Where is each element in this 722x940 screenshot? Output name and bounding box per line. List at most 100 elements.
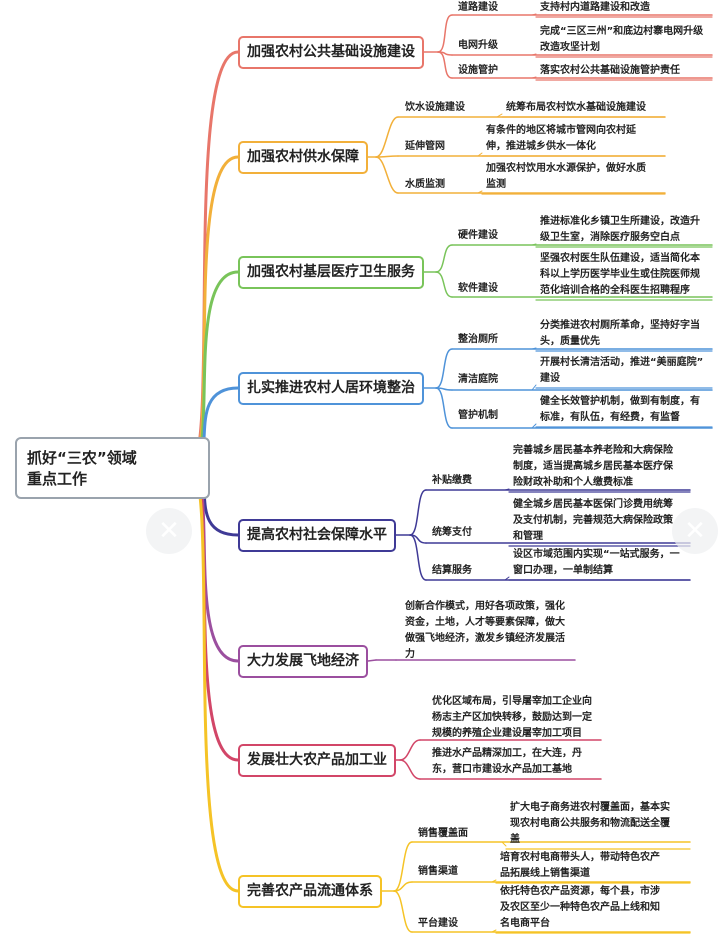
branch-topic-5[interactable]: 提高农村社会保障水平 (238, 519, 396, 552)
leaf-text-line: 开展村长清洁活动，推进“美丽庭院” (540, 357, 704, 368)
leaf-text-line: 规模的养殖企业建设屠宰加工项目 (432, 728, 582, 739)
branch-topic-4[interactable]: 扎实推进农村人居环境整治 (238, 372, 424, 405)
leaf-text[interactable]: 开展村长清洁活动，推进“美丽庭院” 建设 (540, 355, 703, 387)
leaf-text-line: 统筹布局农村饮水基础设施建设 (506, 102, 646, 113)
leaf-text[interactable]: 推进水产品精深加工，在大连，丹东，营口市建设水产品加工基地 (432, 746, 582, 778)
connector-line (393, 841, 413, 892)
leaf-text[interactable]: 推进标准化乡镇卫生所建设，改造升级卫生室，消除医疗服务空白点 (540, 214, 700, 246)
subtopic-label[interactable]: 结算服务 (432, 565, 472, 576)
branch-label: 发展壮大农产品加工业 (247, 752, 387, 768)
connector-line (375, 116, 399, 158)
subtopic-label[interactable]: 销售渠道 (418, 866, 458, 877)
root-title-line-1: 抓好“三农”领域 (27, 449, 137, 467)
subtopic-label[interactable]: 管护机制 (458, 410, 498, 421)
subtopic-label[interactable]: 饮水设施建设 (405, 102, 465, 113)
branch-topic-7[interactable]: 发展壮大农产品加工业 (238, 744, 396, 777)
connector-line (375, 156, 399, 194)
branch-label: 大力发展飞地经济 (247, 653, 359, 669)
leaf-text[interactable]: 完善城乡居民基本养老险和大病保险制度，适当提高城乡居民基本医疗保险财政补助和个人… (513, 443, 673, 491)
leaf-text-line: 支持村内道路建设和改造 (540, 2, 650, 13)
leaf-text[interactable]: 创新合作模式，用好各项政策，强化资金，土地，人才等要素保障，做大做强飞地经济，激… (405, 599, 565, 663)
subtopic-label[interactable]: 硬件建设 (458, 230, 498, 241)
connector-line (504, 576, 510, 581)
connector-line (531, 76, 537, 79)
connector-line (188, 50, 240, 468)
leaf-text[interactable]: 优化区域布局，引导屠宰加工企业向杨志主产区加快转移，鼓励达到一定规模的养殖企业建… (432, 694, 592, 742)
connector-line (367, 659, 377, 662)
leaf-text-line: 建设 (540, 373, 560, 384)
branch-label: 完善农产品流通体系 (247, 883, 373, 899)
connector-line (435, 387, 453, 429)
subtopic-label[interactable]: 水质监测 (405, 179, 445, 190)
subtopic-label[interactable]: 统筹支付 (432, 527, 472, 538)
subtopic-label[interactable]: 平台建设 (418, 918, 458, 929)
branch-label: 加强农村供水保障 (247, 149, 359, 165)
branch-topic-6[interactable]: 大力发展飞地经济 (238, 645, 368, 678)
connector-line (491, 879, 497, 883)
subtopic-label[interactable]: 道路建设 (458, 2, 498, 13)
leaf-text[interactable]: 加强农村饮用水水源保护，做好水质监测 (486, 161, 646, 193)
subtopic-label[interactable]: 整治厕所 (458, 334, 498, 345)
connector-line (409, 534, 427, 581)
leaf-text-line: 完成“三区三州”和底边村寨电网升级 (540, 26, 704, 37)
subtopic-label[interactable]: 电网升级 (458, 40, 498, 51)
leaf-text[interactable]: 设区市域范围内实现“一站式服务，一窗口办理，一单制结算 (513, 547, 680, 579)
connector-line (399, 759, 421, 780)
connector-line (531, 243, 537, 246)
root-topic[interactable]: 抓好“三农”领域 重点工作 (15, 437, 210, 499)
subtopic-label[interactable]: 软件建设 (458, 283, 498, 294)
connector-line (393, 890, 413, 933)
leaf-text[interactable]: 分类推进农村厕所革命，坚持好字当头，质量优先 (540, 318, 700, 350)
connector-line (437, 14, 453, 53)
connector-line (531, 384, 537, 391)
leaf-text-line: 做强飞地经济，激发乡镇经济发展活 (405, 633, 565, 644)
connector-line (531, 423, 537, 429)
subtopic-label[interactable]: 补贴缴费 (432, 475, 472, 486)
leaf-text[interactable]: 依托特色农产品资源，每个县，市涉及农区至少一种特色农产品上线和知名电商平台 (500, 884, 660, 932)
leaf-text[interactable]: 健全长效管护机制，做到有制度，有标准，有队伍，有经费，有监督 (540, 394, 700, 426)
leaf-text[interactable]: 培育农村电商带头人，带动特色农产品拓展线上销售渠道 (500, 850, 660, 882)
connector-line (504, 488, 510, 491)
leaf-text[interactable]: 落实农村公共基础设施管护责任 (540, 63, 680, 79)
leaf-text-line: 窗口办理，一单制结算 (513, 565, 613, 576)
leaf-text[interactable]: 支持村内道路建设和改造 (540, 0, 650, 16)
branch-topic-1[interactable]: 加强农村公共基础设施建设 (238, 36, 424, 69)
branch-label: 加强农村公共基础设施建设 (247, 44, 415, 60)
branch-topic-2[interactable]: 加强农村供水保障 (238, 141, 368, 174)
connector-line (188, 464, 240, 762)
leaf-text-line: 标准，有队伍，有经费，有监督 (540, 412, 680, 423)
leaf-text-line: 落实农村公共基础设施管护责任 (540, 65, 680, 76)
subtopic-label[interactable]: 清洁庭院 (458, 374, 498, 385)
branch-topic-3[interactable]: 加强农村基层医疗卫生服务 (238, 256, 424, 289)
leaf-text-line: 及支付机制，完善规范大病保险政策 (513, 515, 673, 526)
leaf-text[interactable]: 有条件的地区将城市管网向农村延伸，推进城乡供水一体化 (486, 123, 636, 155)
connector-line (437, 51, 453, 79)
leaf-text-line: 优化区域布局，引导屠宰加工企业向 (432, 696, 592, 707)
leaf-text-line: 改造攻坚计划 (540, 42, 600, 53)
connector-line (491, 929, 497, 933)
leaf-text[interactable]: 坚强农村医生队伍建设，适当简化本科以上学历医学毕业生或住院医师规范化培训合格的全… (540, 251, 700, 299)
subtopic-label[interactable]: 销售覆盖面 (418, 828, 468, 839)
leaf-text-line: 资金，土地，人才等要素保障，做大 (405, 617, 565, 628)
leaf-text[interactable]: 健全城乡居民基本医保门诊费用统筹及支付机制，完善规范大病保险政策和管理 (513, 497, 673, 545)
watermark-icon (672, 508, 718, 554)
branch-label: 提高农村社会保障水平 (247, 527, 387, 543)
leaf-text-line: 名电商平台 (500, 918, 550, 929)
leaf-text-line: 范化培训合格的全科医生招聘程序 (540, 285, 690, 296)
root-title-line-2: 重点工作 (27, 470, 88, 488)
leaf-text-line: 坚强农村医生队伍建设，适当简化本 (540, 253, 700, 264)
leaf-text-line: 加强农村饮用水水源保护，做好水质 (486, 163, 646, 174)
leaf-text-line: 健全城乡居民基本医保门诊费用统筹 (513, 499, 673, 510)
subtopic-label[interactable]: 设施管护 (458, 65, 498, 76)
branch-topic-8[interactable]: 完善农产品流通体系 (238, 875, 382, 908)
subtopic-label[interactable]: 延伸管网 (405, 141, 445, 152)
branch-label: 扎实推进农村人居环境整治 (247, 380, 415, 396)
leaf-text-line: 培育农村电商带头人，带动特色农产 (500, 852, 660, 863)
leaf-text[interactable]: 完成“三区三州”和底边村寨电网升级改造攻坚计划 (540, 24, 703, 56)
leaf-text[interactable]: 统筹布局农村饮水基础设施建设 (506, 100, 646, 116)
connector-line (435, 348, 453, 389)
leaf-text[interactable]: 扩大电子商务进农村覆盖面，基本实现农村电商公共服务和物流配送全覆盖 (510, 800, 670, 848)
leaf-text-line: 设区市域范围内实现“一站式服务，一 (513, 549, 680, 560)
leaf-text-line: 依托特色农产品资源，每个县，市涉 (500, 886, 660, 897)
leaf-text-line: 健全长效管护机制，做到有制度，有 (540, 396, 700, 407)
